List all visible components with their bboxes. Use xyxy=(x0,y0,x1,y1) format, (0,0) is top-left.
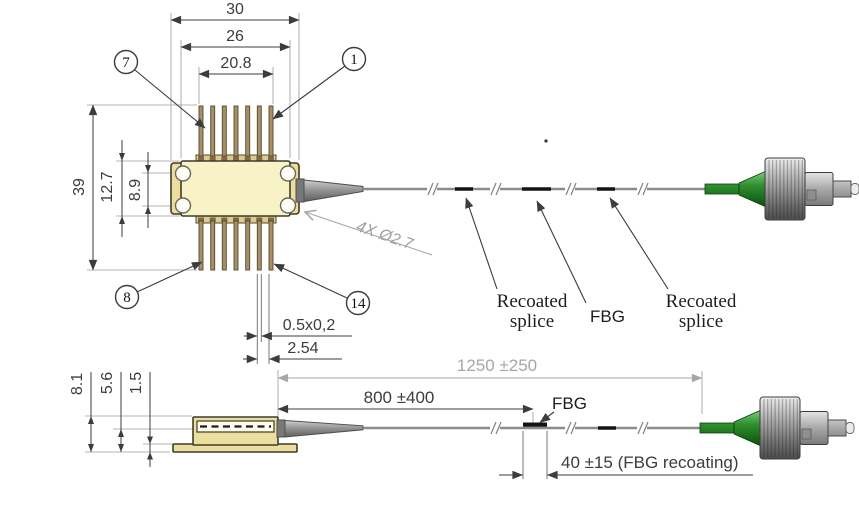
fiber-break-symbols-side xyxy=(490,421,649,435)
dimension-flange-thickness: 1.5 xyxy=(128,372,153,467)
dim-text: 20.8 xyxy=(220,55,251,72)
dim-text: 800 ±400 xyxy=(364,388,435,407)
dimension-outer-width: 30 xyxy=(170,1,300,25)
dim-text: 5.6 xyxy=(99,372,116,394)
dim-text: 39 xyxy=(71,178,88,196)
mounting-hole xyxy=(279,197,297,214)
balloon-7: 7 xyxy=(113,49,206,129)
dimension-fiber-axis-height: 5.6 xyxy=(99,372,124,452)
dimension-hole-spacing: 8.9 xyxy=(127,152,151,228)
label-text: FBG xyxy=(590,307,625,326)
butterfly-package-top xyxy=(170,160,300,217)
dim-text: 8.1 xyxy=(69,373,86,395)
dim-text: 8.9 xyxy=(127,179,144,201)
dim-text: 1250 ±250 xyxy=(457,356,537,375)
dimension-body-width: 26 xyxy=(180,28,291,52)
balloon-1: 1 xyxy=(272,46,367,120)
dim-text: 12.7 xyxy=(99,171,116,202)
dimension-outer-height: 39 xyxy=(71,104,98,271)
dimension-height-total: 8.1 xyxy=(69,372,94,452)
label-fbg-side: FBG xyxy=(539,394,587,423)
dim-text: 0.5x0,2 xyxy=(283,317,336,334)
dimension-fbg-position: 800 ±400 xyxy=(277,388,534,414)
label-recoated-splice-right: Recoated splice xyxy=(609,197,737,332)
stray-dot xyxy=(544,139,548,143)
butterfly-package-side xyxy=(172,416,298,453)
balloon-14: 14 xyxy=(273,263,371,316)
label-text: splice xyxy=(679,311,723,332)
pin-pads xyxy=(198,156,274,222)
fiber-break-symbols-top xyxy=(427,182,649,196)
balloon-number: 1 xyxy=(350,52,358,68)
fiber-boot-top xyxy=(295,178,364,203)
dim-text: 40 ±15 (FBG recoating) xyxy=(561,453,739,472)
dim-text: 1.5 xyxy=(128,372,145,394)
mounting-hole xyxy=(174,165,192,182)
mounting-hole xyxy=(279,165,297,182)
note-text: 4X Ø2.7 xyxy=(354,218,416,254)
mounting-hole-note: 4X Ø2.7 xyxy=(305,212,433,256)
balloon-8: 8 xyxy=(114,261,203,310)
label-fbg-top: FBG xyxy=(536,200,625,326)
dim-text: 30 xyxy=(226,1,244,18)
top-view: 30 26 20.8 39 12.7 8.9 xyxy=(71,1,859,364)
dimension-package-height: 12.7 xyxy=(99,140,125,237)
label-text: Recoated xyxy=(666,291,737,312)
extension-lines-side xyxy=(85,370,703,453)
fc-connector-bottom xyxy=(699,396,855,460)
mounting-hole xyxy=(174,197,192,214)
fiber-boot-side xyxy=(276,419,364,438)
label-text: Recoated xyxy=(497,291,568,312)
dimension-pin-section: 0.5x0,2 2.54 xyxy=(243,274,352,364)
bottom-pins xyxy=(198,220,274,271)
top-pins xyxy=(198,105,274,157)
balloon-number: 8 xyxy=(123,290,131,306)
label-recoated-splice-left: Recoated splice xyxy=(465,197,568,332)
label-text: FBG xyxy=(552,394,587,413)
fc-connector-top xyxy=(704,157,859,221)
extension-lines-top xyxy=(87,13,300,271)
dim-text: 2.54 xyxy=(287,340,318,357)
dim-text: 26 xyxy=(226,28,244,45)
dimension-total-length: 1250 ±250 xyxy=(277,356,703,383)
dimension-fbg-recoating: 40 ±15 (FBG recoating) xyxy=(499,431,753,480)
balloon-number: 7 xyxy=(122,55,130,71)
side-view: 8.1 5.6 1.5 xyxy=(69,356,855,480)
pin-rows xyxy=(195,105,277,271)
dimension-pin-span: 20.8 xyxy=(198,55,274,79)
label-text: splice xyxy=(510,311,554,332)
balloon-number: 14 xyxy=(351,296,367,312)
